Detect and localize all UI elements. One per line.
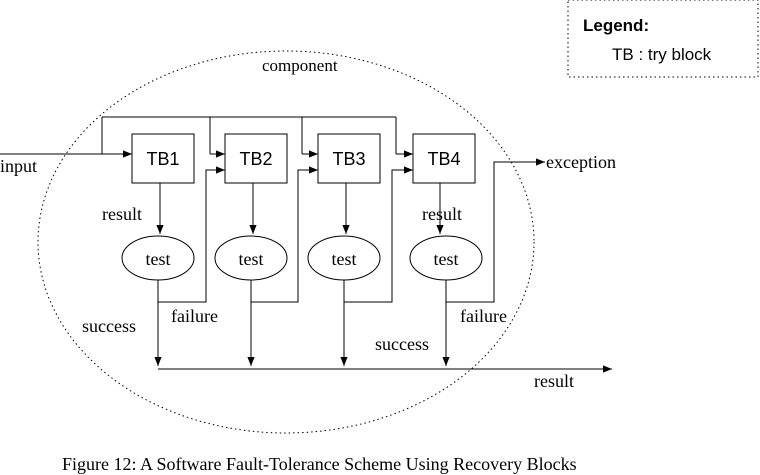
input-label: input bbox=[0, 156, 37, 176]
acceptance-test-1: test bbox=[121, 235, 195, 281]
figure-caption: Figure 12: A Software Fault-Tolerance Sc… bbox=[62, 454, 577, 474]
success-label-right: success bbox=[375, 334, 429, 354]
success-paths bbox=[154, 302, 450, 366]
legend-title: Legend: bbox=[583, 16, 649, 35]
test-label: test bbox=[332, 249, 357, 269]
component-label: component bbox=[262, 56, 338, 75]
try-block-label: TB1 bbox=[146, 149, 179, 169]
failure-label-right: failure bbox=[460, 306, 507, 326]
test-label: test bbox=[146, 249, 171, 269]
try-block-label: TB4 bbox=[427, 149, 460, 169]
failure-paths bbox=[157, 158, 545, 303]
acceptance-test-2: test bbox=[214, 235, 288, 281]
result-label-tb4: result bbox=[422, 204, 462, 224]
legend: Legend: TB : try block bbox=[567, 0, 759, 78]
input-bus bbox=[0, 116, 413, 158]
try-block-4: TB4 bbox=[412, 133, 476, 184]
failure-label-left: failure bbox=[171, 306, 218, 326]
legend-entry: TB : try block bbox=[612, 45, 712, 64]
try-block-label: TB3 bbox=[332, 149, 365, 169]
result-output-label: result bbox=[534, 371, 574, 391]
try-block-2: TB2 bbox=[224, 133, 288, 184]
acceptance-test-3: test bbox=[307, 235, 381, 281]
try-block-label: TB2 bbox=[239, 149, 272, 169]
exception-label: exception bbox=[546, 152, 616, 172]
success-label-left: success bbox=[82, 316, 136, 336]
try-block-1: TB1 bbox=[131, 133, 195, 184]
component-boundary bbox=[37, 50, 535, 434]
result-label-tb1: result bbox=[102, 204, 142, 224]
result-arrows bbox=[156, 183, 444, 234]
test-label: test bbox=[434, 249, 459, 269]
acceptance-test-4: test bbox=[409, 235, 483, 281]
try-block-3: TB3 bbox=[317, 133, 381, 184]
test-label: test bbox=[239, 249, 264, 269]
